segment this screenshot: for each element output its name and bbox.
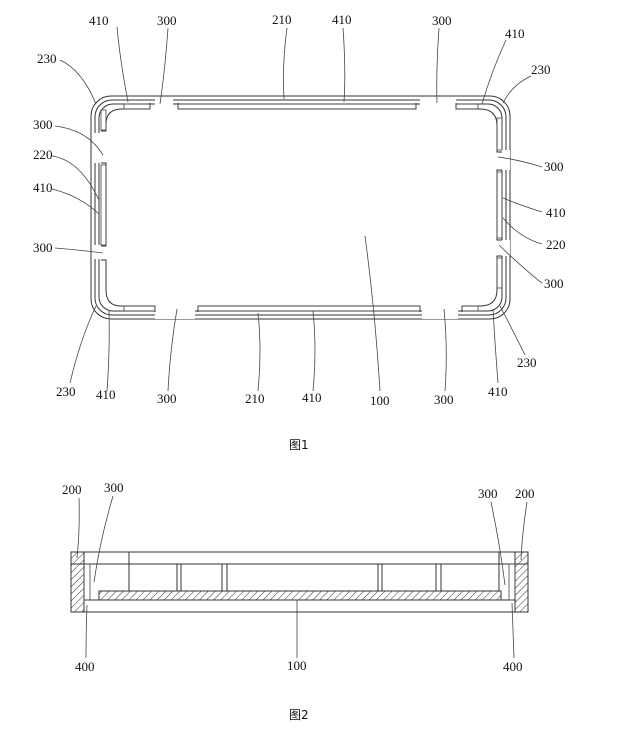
frame-line-3	[98, 103, 503, 312]
label-300: 300	[33, 117, 53, 132]
leaders-fig2	[76, 495, 528, 659]
label-210: 210	[245, 391, 265, 406]
side-wall-200-left	[70, 551, 85, 613]
label-410: 410	[33, 180, 53, 195]
label-300: 300	[434, 392, 454, 407]
strip-400-left	[83, 563, 91, 601]
housing-outline	[70, 551, 529, 613]
label-410: 410	[332, 12, 352, 27]
label-410: 410	[505, 26, 525, 41]
label-300: 300	[544, 159, 564, 174]
strip-400-right	[508, 563, 516, 601]
label-300: 300	[157, 13, 177, 28]
figure-2-caption: 图2	[289, 708, 309, 722]
label-230: 230	[517, 355, 537, 370]
label-100: 100	[287, 658, 307, 673]
label-300: 300	[104, 480, 124, 495]
main-board-100	[101, 103, 502, 312]
label-230: 230	[531, 62, 551, 77]
label-200: 200	[62, 482, 82, 497]
label-410: 410	[89, 13, 109, 28]
label-410: 410	[546, 205, 566, 220]
label-410: 410	[302, 390, 322, 405]
label-300: 300	[544, 276, 564, 291]
label-100: 100	[370, 393, 390, 408]
board-100	[98, 590, 502, 601]
figure-1: 410 300 210 410 300 410 230 230 300 220 …	[33, 12, 566, 452]
label-410: 410	[488, 384, 508, 399]
label-400: 400	[503, 659, 523, 674]
label-230: 230	[56, 384, 76, 399]
label-300: 300	[157, 391, 177, 406]
label-410: 410	[96, 387, 116, 402]
frame-gaps-300	[92, 97, 510, 319]
leaders-fig1	[51, 26, 543, 392]
label-210: 210	[272, 12, 292, 27]
label-300: 300	[432, 13, 452, 28]
label-220: 220	[33, 147, 53, 162]
frame-line-2	[94, 99, 507, 316]
label-200: 200	[515, 486, 535, 501]
label-230: 230	[37, 51, 57, 66]
figure-1-caption: 图1	[289, 438, 309, 452]
figure-2: 200 300 300 200 400 100 400 图2	[62, 480, 535, 722]
side-wall-200-right	[514, 551, 529, 613]
label-220: 220	[546, 237, 566, 252]
label-300: 300	[33, 240, 53, 255]
label-400: 400	[75, 659, 95, 674]
label-300: 300	[478, 486, 498, 501]
component-blocks	[128, 552, 500, 592]
strips-410-top	[100, 103, 503, 312]
outer-frame-230	[90, 95, 511, 320]
